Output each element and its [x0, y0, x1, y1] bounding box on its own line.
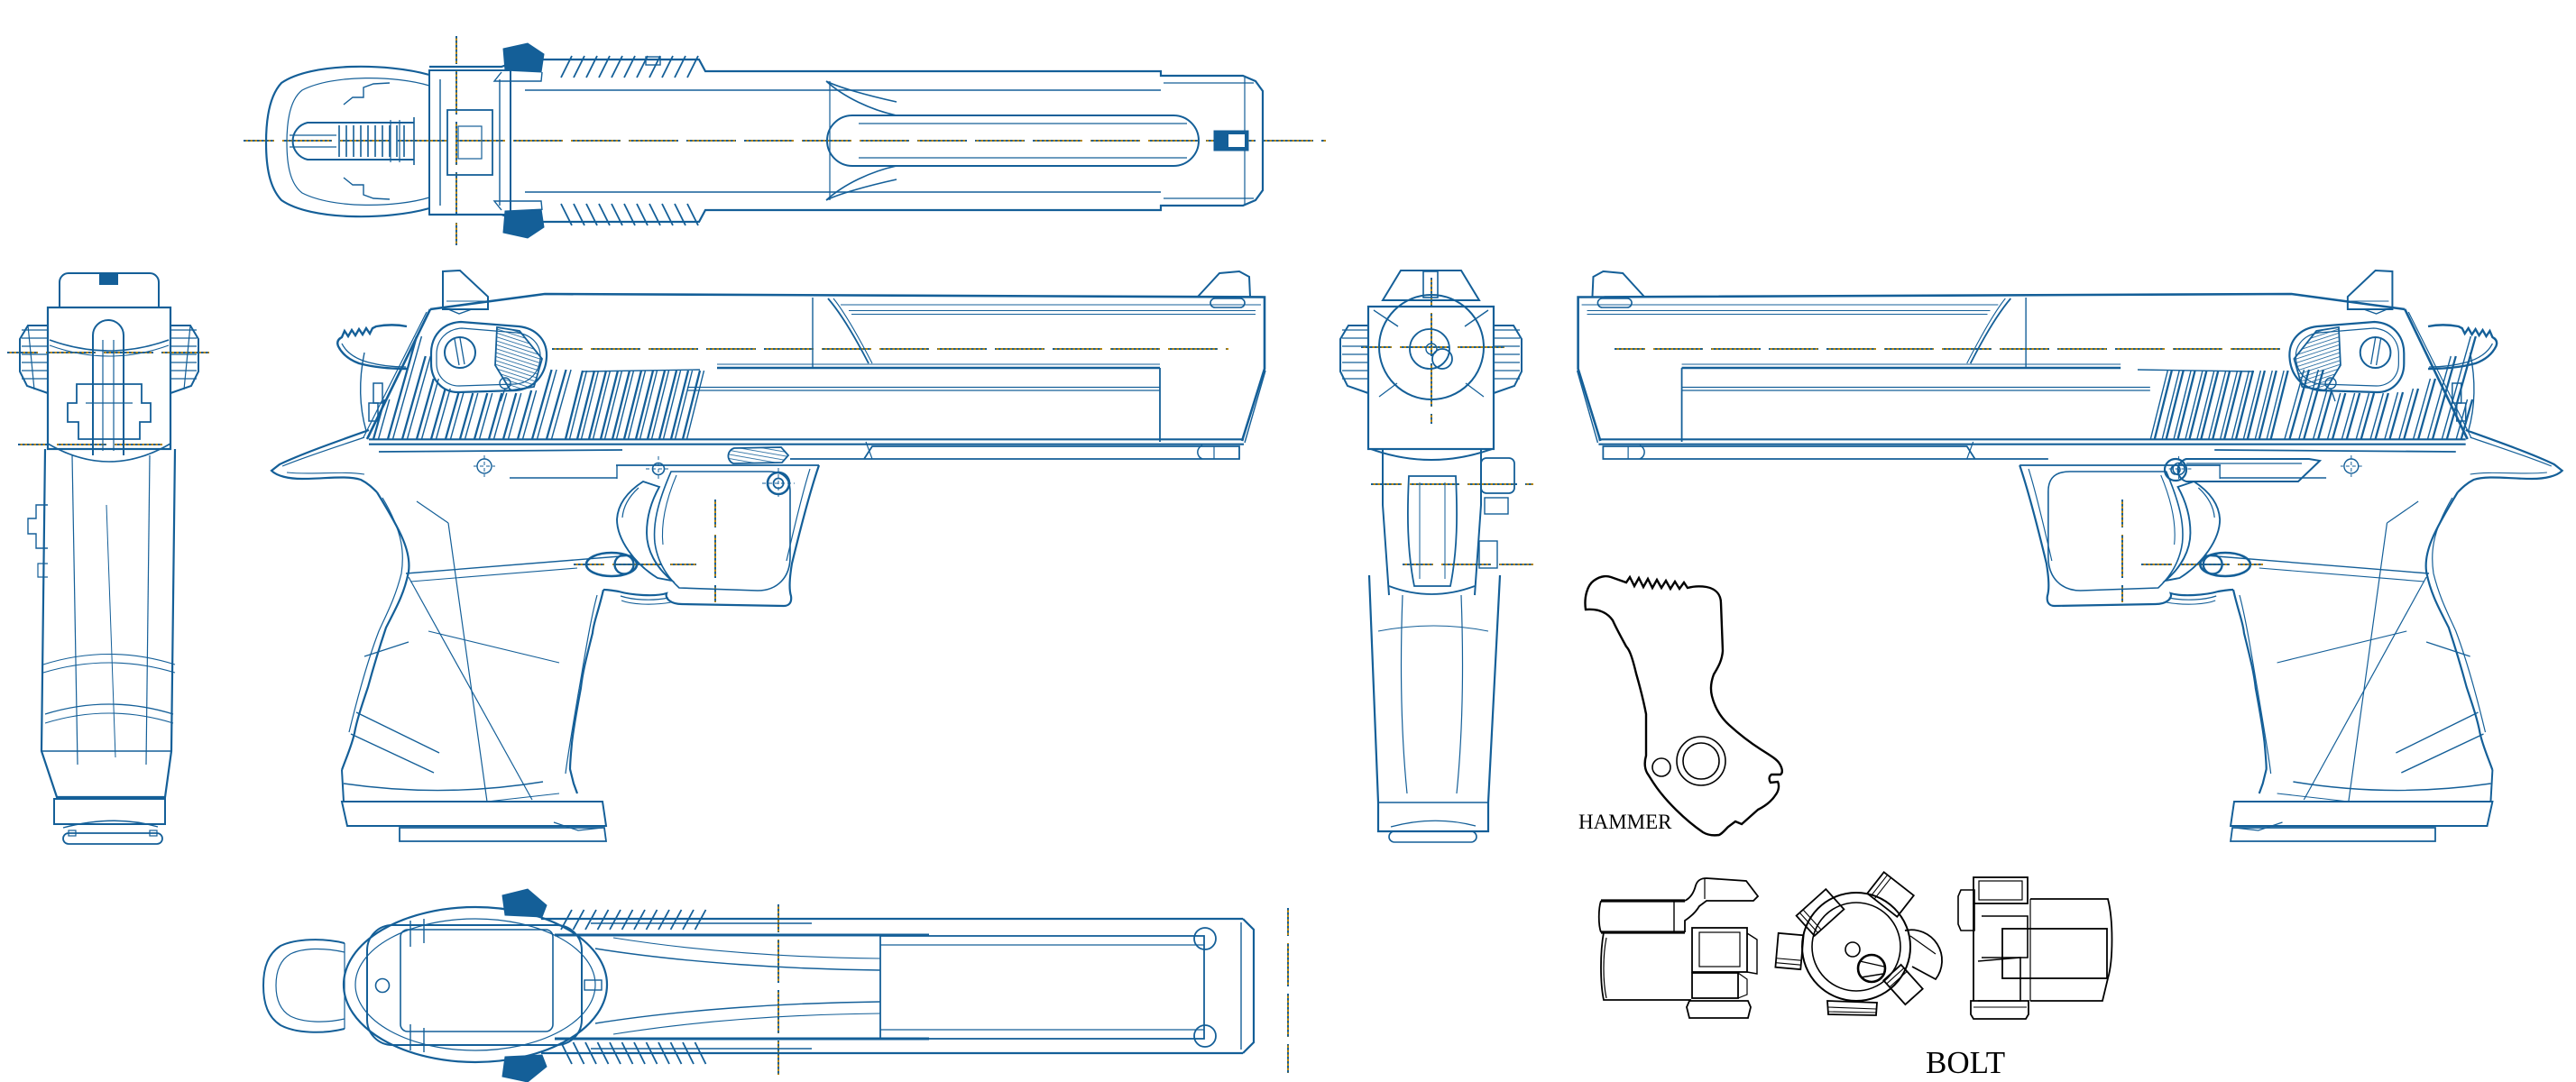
svg-text:BOLT: BOLT [1926, 1045, 2005, 1080]
svg-text:HAMMER: HAMMER [1578, 811, 1672, 833]
